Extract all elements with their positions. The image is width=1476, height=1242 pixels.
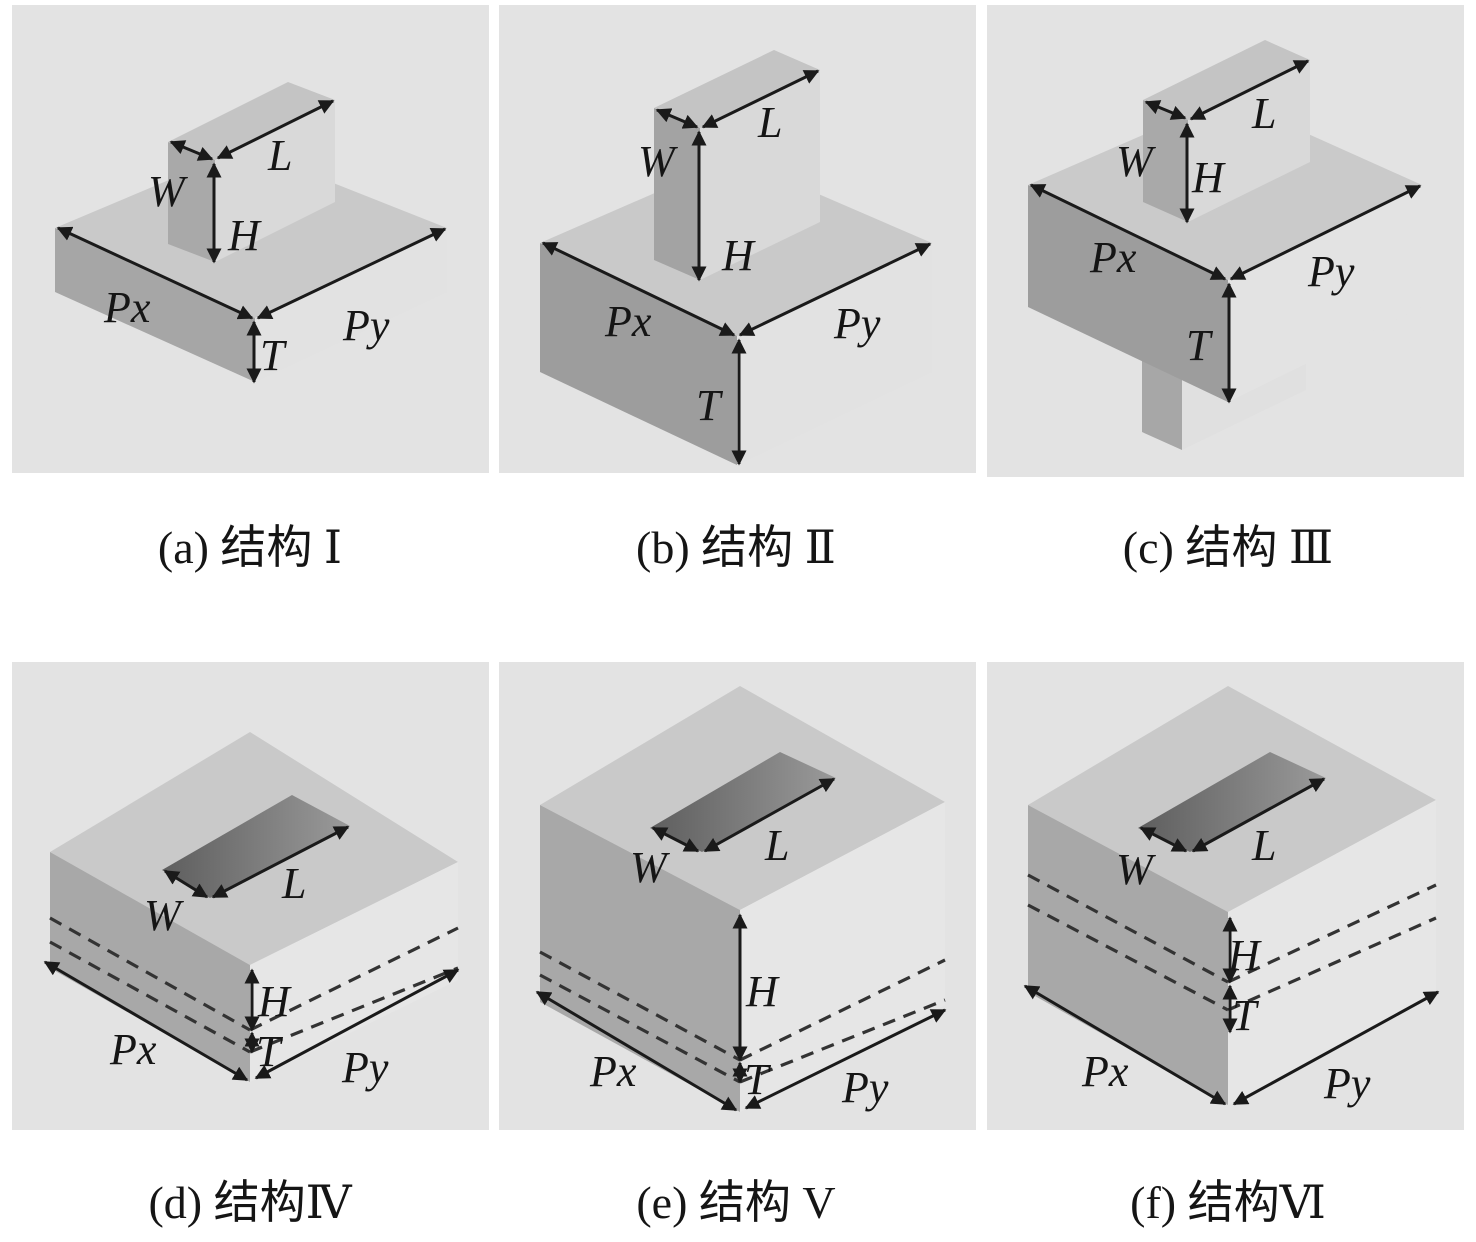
caption-d: (d) 结构Ⅳ	[148, 1177, 352, 1228]
label-W: W	[144, 891, 184, 940]
label-H: H	[1191, 153, 1226, 202]
label-Py: Py	[833, 299, 881, 348]
label-W: W	[638, 137, 678, 186]
label-L: L	[281, 859, 306, 908]
caption-c: (c) 结构 Ⅲ	[1123, 522, 1333, 573]
label-Py: Py	[1323, 1059, 1371, 1108]
label-Py: Py	[341, 1043, 389, 1092]
panel-e: L W H T Px Py (e) 结构 V	[499, 662, 976, 1228]
label-Py: Py	[1307, 247, 1355, 296]
panel-c: L W H Px Py T (c) 结构 Ⅲ	[987, 5, 1464, 573]
caption-f: (f) 结构Ⅵ	[1130, 1177, 1326, 1228]
label-H: H	[1227, 931, 1262, 980]
panel-f: L W H T Px Py (f) 结构Ⅵ	[987, 662, 1464, 1228]
label-L: L	[1251, 89, 1276, 138]
label-H: H	[227, 211, 262, 260]
label-H: H	[745, 967, 780, 1016]
label-Py: Py	[342, 301, 390, 350]
label-Px: Px	[589, 1047, 637, 1096]
label-T: T	[696, 381, 724, 430]
label-Px: Px	[103, 283, 151, 332]
label-T: T	[1232, 991, 1260, 1040]
label-L: L	[764, 821, 789, 870]
label-Px: Px	[1081, 1047, 1129, 1096]
caption-e: (e) 结构 V	[636, 1177, 835, 1228]
label-W: W	[1116, 137, 1156, 186]
label-Px: Px	[109, 1025, 157, 1074]
panel-b: L W H Px Py T (b) 结构 Ⅱ	[499, 5, 976, 573]
label-W: W	[1116, 845, 1156, 894]
label-H: H	[257, 977, 292, 1026]
caption-b: (b) 结构 Ⅱ	[636, 522, 836, 573]
label-T: T	[1186, 321, 1214, 370]
panel-a: L W H Px Py T (a) 结构 Ⅰ	[12, 5, 489, 573]
label-T: T	[744, 1055, 772, 1104]
stem-left-face	[1142, 360, 1182, 450]
caption-a: (a) 结构 Ⅰ	[158, 522, 342, 573]
panel-d: L W H T Px Py (d) 结构Ⅳ	[12, 662, 489, 1228]
label-L: L	[267, 131, 292, 180]
label-L: L	[757, 98, 782, 147]
label-W: W	[148, 167, 188, 216]
label-Px: Px	[604, 297, 652, 346]
label-Py: Py	[841, 1063, 889, 1112]
label-H: H	[721, 231, 756, 280]
label-W: W	[630, 843, 670, 892]
label-Px: Px	[1089, 233, 1137, 282]
pillar-front-face	[654, 108, 700, 280]
label-T: T	[260, 331, 288, 380]
label-T: T	[256, 1027, 284, 1076]
label-L: L	[1251, 821, 1276, 870]
